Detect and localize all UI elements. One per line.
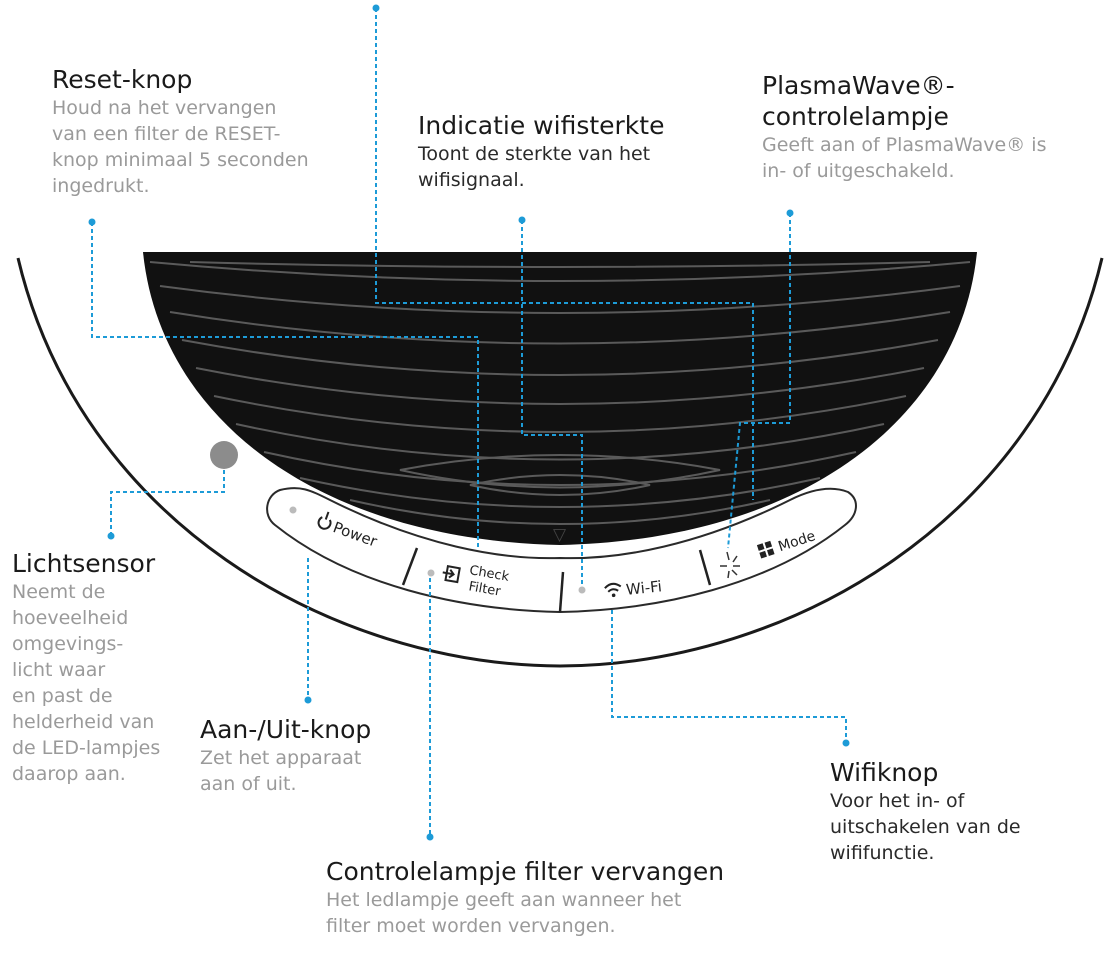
callout-reset: Reset-knop Houd na het vervangen van een…	[52, 64, 309, 199]
leader-top	[375, 8, 754, 500]
callout-wifi-strength: Indicatie wifisterkte Toont de sterkte v…	[418, 110, 664, 193]
grille-lines	[149, 261, 971, 525]
leader-wifi-button	[611, 610, 847, 742]
light-sensor-dot	[210, 441, 238, 469]
light-sensor-title: Lichtsensor	[12, 549, 156, 578]
power-title: Aan-/Uit-knop	[200, 715, 372, 744]
wifi-strength-title: Indicatie wifisterkte	[418, 111, 665, 140]
light-sensor-desc: Neemt de hoeveelheid omgevings- licht wa…	[12, 581, 161, 785]
filter-led	[427, 569, 435, 577]
air-grille	[143, 252, 977, 545]
leader-wifi-strength	[521, 220, 583, 585]
leader-reset	[91, 222, 479, 548]
power-icon	[317, 511, 332, 530]
wifi-button-desc: Voor het in- of uitschakelen van de wifi…	[830, 790, 1021, 864]
leader-light-sensor	[110, 470, 225, 533]
panel-divider	[558, 571, 565, 613]
wifi-strength-desc: Toont de sterkte van het wifisignaal.	[418, 143, 651, 191]
check-label: Check	[468, 563, 510, 585]
power-desc: Zet het apparaat aan of uit.	[200, 747, 362, 795]
leader-plasmawave	[727, 213, 791, 549]
purifier-body-outline	[16, 257, 1104, 668]
panel-divider	[401, 547, 419, 586]
callout-power: Aan-/Uit-knop Zet het apparaat aan of ui…	[200, 714, 371, 797]
plasmawave-title: PlasmaWave®- controlelampje	[762, 71, 955, 131]
wifi-icon	[604, 582, 622, 598]
callout-light-sensor: Lichtsensor Neemt de hoeveelheid omgevin…	[12, 548, 160, 787]
reset-title: Reset-knop	[52, 65, 193, 94]
plasmawave-icon	[720, 551, 740, 579]
filter-title: Controlelampje filter vervangen	[326, 857, 725, 886]
power-led	[289, 506, 297, 514]
filter-desc: Het ledlampje geeft aan wanneer het filt…	[326, 889, 682, 937]
leader-endpoints	[88, 4, 850, 841]
panel-divider	[698, 549, 712, 586]
callout-plasmawave: PlasmaWave®- controlelampje Geeft aan of…	[762, 70, 1046, 184]
reset-desc: Houd na het vervangen van een filter de …	[52, 97, 309, 197]
wifi-led	[578, 586, 586, 594]
plasmawave-desc: Geeft aan of PlasmaWave® is in- of uitge…	[762, 134, 1047, 182]
callout-filter: Controlelampje filter vervangen Het ledl…	[326, 856, 724, 939]
down-arrow-icon: ▽	[553, 525, 567, 545]
callout-wifi-button: Wifiknop Voor het in- of uitschakelen va…	[830, 757, 1021, 866]
check-filter-indicator: Check Filter	[442, 563, 511, 600]
leader-lines	[91, 8, 847, 835]
wifi-button[interactable]: Wi-Fi	[604, 577, 663, 601]
filter-label: Filter	[467, 579, 502, 599]
wifi-button-title: Wifiknop	[830, 758, 939, 787]
filter-icon	[442, 565, 461, 584]
wifi-label: Wi-Fi	[625, 577, 662, 599]
mode-icon	[756, 540, 775, 559]
